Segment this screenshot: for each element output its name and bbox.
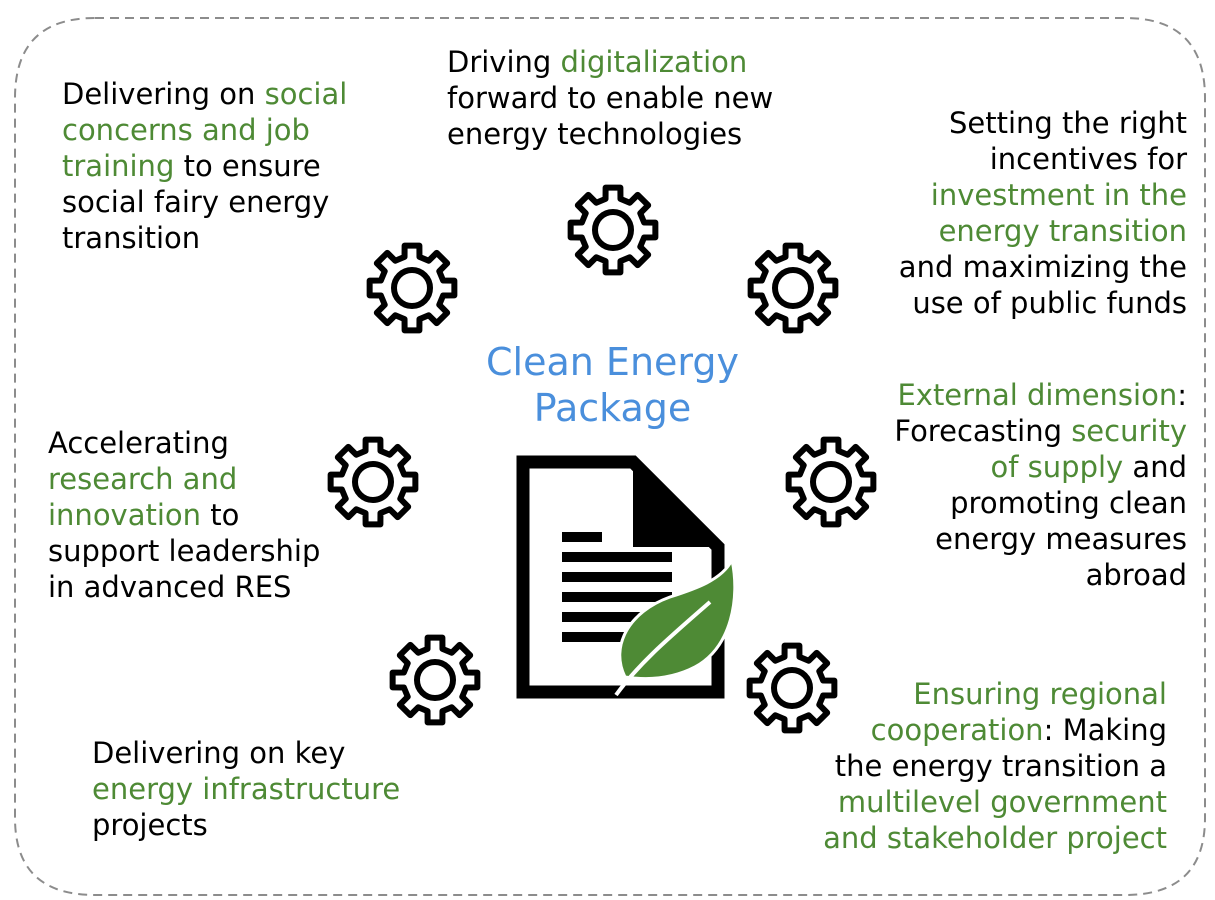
body-text: abroad — [1085, 558, 1187, 592]
body-text: and — [1123, 450, 1187, 484]
title-line-1: Clean Energy — [486, 340, 739, 384]
body-text: Forecasting — [894, 414, 1072, 448]
body-text: Driving — [447, 45, 561, 79]
gear-icon — [375, 620, 495, 740]
highlight-text: multilevel government — [837, 785, 1167, 819]
body-text: : — [1177, 378, 1187, 412]
highlight-text: concerns and job — [62, 113, 310, 147]
body-text: to ensure — [174, 149, 321, 183]
highlight-text: social — [264, 77, 348, 111]
body-text: in advanced RES — [48, 570, 292, 604]
body-text: Setting the right — [948, 106, 1187, 140]
body-text: Delivering on key — [92, 736, 346, 770]
highlight-text: cooperation — [870, 713, 1044, 747]
gear-icon — [771, 422, 891, 542]
diagram-title: Clean Energy Package — [440, 339, 785, 431]
body-text: and maximizing the — [898, 250, 1187, 284]
body-text: Accelerating — [48, 426, 229, 460]
gear-icon — [733, 228, 853, 348]
body-text: transition — [62, 221, 201, 255]
gear-icon — [352, 228, 472, 348]
body-text: use of public funds — [912, 286, 1187, 320]
highlight-text: digitalization — [560, 45, 748, 79]
body-text: promoting clean — [950, 486, 1187, 520]
highlight-text: security — [1071, 414, 1187, 448]
highlight-text: energy infrastructure — [92, 772, 401, 806]
body-text: support leadership — [48, 534, 321, 568]
highlight-text: Ensuring regional — [913, 677, 1167, 711]
title-line-2: Package — [533, 386, 692, 430]
highlight-text: External dimension — [897, 378, 1178, 412]
highlight-text: energy transition — [938, 214, 1187, 248]
gear-icon — [313, 422, 433, 542]
body-text: the energy transition a — [834, 749, 1167, 783]
body-text: incentives for — [989, 142, 1187, 176]
highlight-text: and stakeholder project — [823, 821, 1167, 855]
leaf-icon — [614, 555, 737, 697]
body-text: energy measures — [935, 522, 1187, 556]
highlight-text: investment in the — [930, 178, 1187, 212]
highlight-text: innovation — [48, 498, 202, 532]
highlight-text: training — [62, 149, 175, 183]
highlight-text: of supply — [990, 450, 1124, 484]
body-text: : Making — [1043, 713, 1167, 747]
gear-icon — [732, 628, 852, 748]
body-text: social fairy energy — [62, 185, 330, 219]
body-text: Delivering on — [62, 77, 265, 111]
document-icon — [516, 455, 737, 699]
body-text: energy technologies — [447, 117, 743, 151]
body-text: forward to enable new — [447, 81, 774, 115]
highlight-text: research and — [48, 462, 238, 496]
body-text: to — [201, 498, 240, 532]
body-text: projects — [92, 808, 208, 842]
gear-icon — [553, 170, 673, 290]
